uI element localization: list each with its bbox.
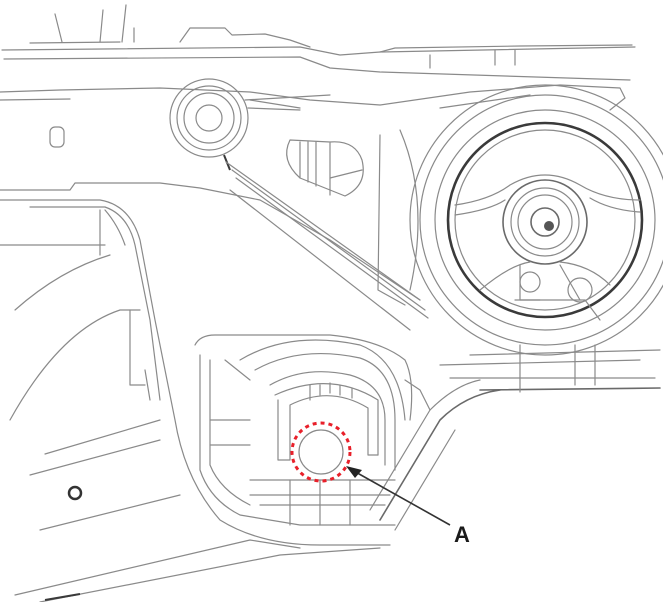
top-frame-rail [0,4,636,111]
upper-left-bushing [169,78,331,171]
right-frame [439,344,661,393]
bolt-hole-highlight [290,421,352,483]
mount-insulator [409,84,663,356]
semicircular-window [286,139,364,197]
callout-a-leader [346,466,451,526]
small-hole-marker [67,485,83,501]
diagonal-arm [225,129,429,331]
outer-diagonal-rail [369,379,501,531]
slot-marker [49,126,65,148]
callout-label-a: A [454,522,470,547]
left-bracket [0,182,421,546]
bracket-housing [194,334,413,526]
lower-diagonal-lines [14,419,381,602]
bolt-hole [298,429,344,475]
